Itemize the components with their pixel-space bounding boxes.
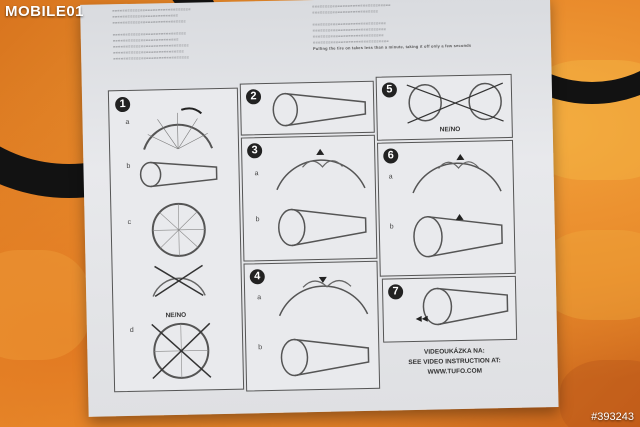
mobile01-watermark-logo: MOBILE01 bbox=[5, 3, 85, 20]
step-number-badge: 6 bbox=[383, 148, 399, 164]
sub-label-a: a bbox=[257, 294, 262, 302]
fabric-pattern bbox=[540, 230, 640, 320]
sub-label-a: a bbox=[125, 118, 130, 126]
crossed-wheel-drawing bbox=[151, 322, 212, 380]
hands-tyre-drawing bbox=[278, 276, 369, 317]
step-number-badge: 4 bbox=[249, 269, 265, 285]
sub-label-b: b bbox=[255, 216, 260, 224]
step-number-badge: 3 bbox=[246, 143, 263, 159]
tyre-section-drawing bbox=[278, 208, 367, 247]
tyre-section-drawing bbox=[280, 338, 370, 377]
tyre-section-drawing bbox=[413, 214, 503, 258]
instruction-sheet: ≡≡≡≡≡≡≡≡≡≡≡≡≡≡≡≡≡≡≡≡≡≡≡≡≡≡≡≡≡≡≡≡≡≡≡≡≡≡≡≡… bbox=[80, 0, 559, 417]
sub-label-d: d bbox=[129, 326, 134, 334]
tyre-section-drawing bbox=[139, 161, 218, 188]
tyre-section-drawing bbox=[415, 287, 509, 326]
sheet-text-right: ≡≡≡≡≡≡≡≡≡≡≡≡≡≡≡≡≡≡≡≡≡≡≡≡≡≡≡≡≡≡≡≡≡≡≡≡≡≡≡≡… bbox=[312, 2, 472, 52]
wheel-rotate-drawing bbox=[151, 202, 206, 257]
sub-label-c: c bbox=[127, 218, 132, 226]
step-panel-3: 3 a b bbox=[240, 134, 378, 262]
step-panel-7: 7 bbox=[381, 275, 518, 343]
hands-tyre-drawing bbox=[412, 153, 502, 194]
step-panel-5: 5 NE/NO bbox=[375, 73, 513, 141]
step-number-badge: 2 bbox=[245, 89, 262, 105]
sub-label-a: a bbox=[388, 173, 393, 181]
step-panel-6: 6 a b bbox=[377, 139, 516, 277]
video-instruction-text: VIDEOUKÁZKA NA: SEE VIDEO INSTRUCTION AT… bbox=[379, 346, 530, 379]
fabric-pattern bbox=[560, 360, 640, 427]
ne-no-label: NE/NO bbox=[439, 125, 461, 134]
image-id-watermark: #393243 bbox=[591, 411, 634, 423]
sheet-note: Pulling the tire on takes less than a mi… bbox=[312, 42, 472, 52]
wheel-drawing bbox=[143, 107, 214, 150]
sub-label-b: b bbox=[389, 223, 394, 231]
step-panel-1: 1 a b c NE/NO d bbox=[107, 87, 245, 393]
ne-no-label: NE/NO bbox=[165, 311, 187, 320]
crossed-out-drawing bbox=[152, 264, 206, 298]
step-number-badge: 7 bbox=[387, 284, 404, 300]
tyre-section-drawing bbox=[272, 92, 367, 127]
sub-label-b: b bbox=[258, 344, 263, 352]
step-panel-2: 2 bbox=[239, 80, 375, 136]
step-panel-4: 4 a b bbox=[243, 260, 381, 392]
sub-label-b: b bbox=[126, 162, 131, 170]
hands-tyre-drawing bbox=[276, 148, 366, 191]
video-line-url: WWW.TUFO.COM bbox=[427, 367, 483, 376]
sheet-text-left: ≡≡≡≡≡≡≡≡≡≡≡≡≡≡≡≡≡≡≡≡≡≡≡≡≡≡≡≡≡≡≡≡≡≡≡≡≡≡≡≡… bbox=[112, 6, 191, 62]
sub-label-a: a bbox=[254, 170, 259, 178]
crossed-out-drawing bbox=[406, 82, 504, 124]
step-number-badge: 5 bbox=[381, 82, 398, 98]
step-number-badge: 1 bbox=[114, 96, 131, 113]
fabric-pattern bbox=[0, 250, 90, 360]
